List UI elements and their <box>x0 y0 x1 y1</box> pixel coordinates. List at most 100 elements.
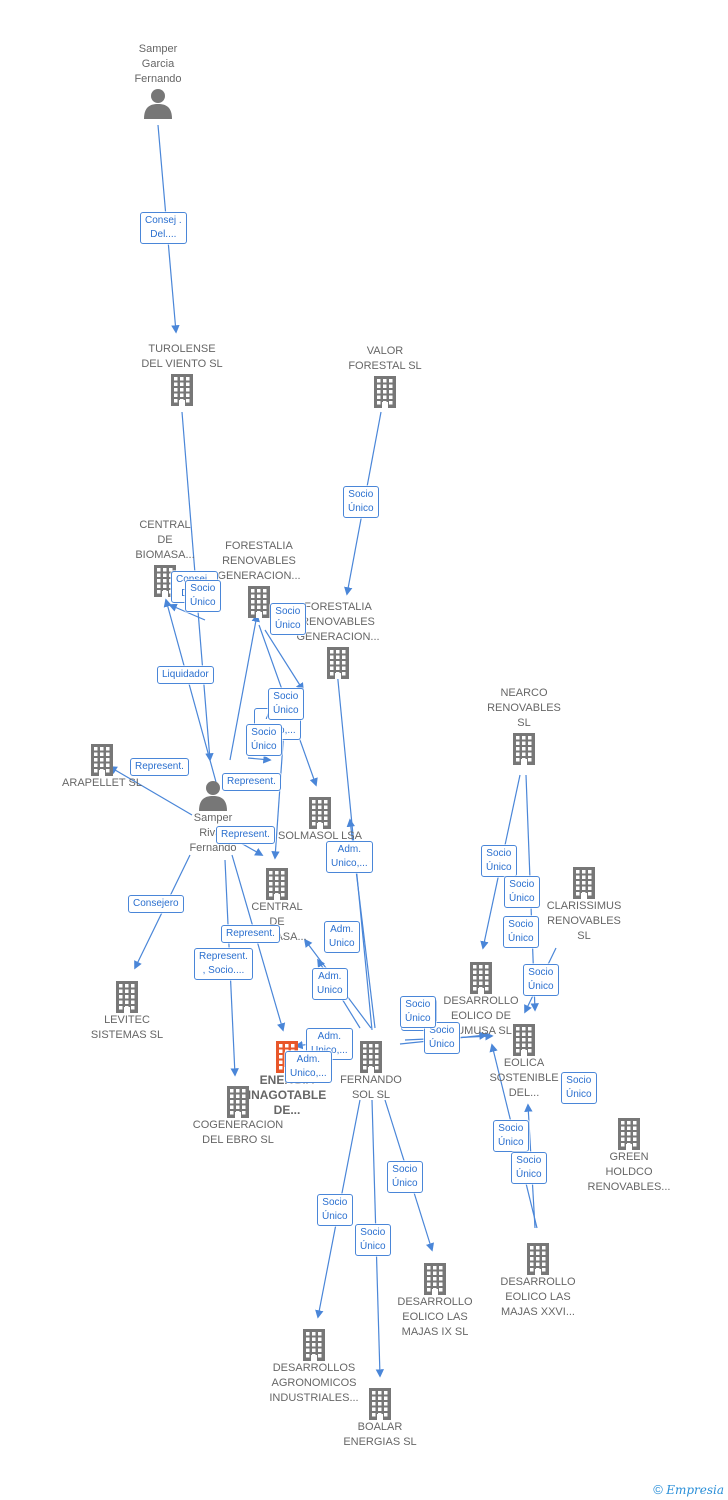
edge-line <box>108 766 193 816</box>
node-label: DESARROLLOS AGRONOMICOS INDUSTRIALES... <box>269 1362 359 1404</box>
edge-label-14[interactable]: Socio Único <box>481 845 517 877</box>
graph-node-boalar[interactable]: BOALAR ENERGIAS SL <box>325 1386 435 1450</box>
edge-label-29[interactable]: Socio Único <box>493 1120 529 1152</box>
edge-label-33[interactable]: Socio Único <box>387 1161 423 1193</box>
graph-node-fernando-sol[interactable]: FERNANDO SOL SL <box>316 1039 426 1103</box>
building-icon <box>325 1386 435 1420</box>
graph-node-nearco[interactable]: NEARCO RENOVABLES SL <box>469 686 579 765</box>
node-label: SOLMASOL LSA <box>278 830 362 842</box>
edge-label-19[interactable]: Represent. <box>221 925 280 943</box>
node-label: CLARISSIMUS RENOVABLES SL <box>546 900 622 942</box>
edge-label-24[interactable]: Socio Único <box>424 1022 460 1054</box>
node-label: VALOR FORESTAL SL <box>348 345 422 372</box>
building-icon <box>330 374 440 408</box>
edge-label-5[interactable]: Socio Único <box>270 603 306 635</box>
node-label: DESARROLLO EOLICO DE LUMUSA SL <box>443 995 519 1037</box>
building-icon <box>283 645 393 679</box>
graph-node-majas-ix[interactable]: DESARROLLO EOLICO LAS MAJAS IX SL <box>380 1261 490 1340</box>
person-icon <box>103 87 213 119</box>
edge-label-21[interactable]: Adm. Unico <box>312 968 348 1000</box>
graph-node-valor[interactable]: VALOR FORESTAL SL <box>330 344 440 408</box>
building-icon <box>47 742 157 776</box>
building-icon <box>127 372 237 406</box>
edge-line <box>229 613 260 761</box>
graph-node-clarissimus[interactable]: CLARISSIMUS RENOVABLES SL <box>529 865 639 944</box>
building-icon <box>259 1327 369 1361</box>
building-icon <box>183 1084 293 1118</box>
edge-label-25[interactable]: Socio Único <box>400 996 436 1028</box>
person-icon <box>158 779 268 811</box>
node-label: FERNANDO SOL SL <box>340 1074 402 1101</box>
graph-node-eolica[interactable]: EOLICA SOSTENIBLE DEL... <box>469 1022 579 1101</box>
node-label: DESARROLLO EOLICO LAS MAJAS IX SL <box>397 1296 473 1338</box>
building-icon <box>316 1039 426 1073</box>
edge-label-28[interactable]: Socio Único <box>561 1072 597 1104</box>
edge-label-8[interactable]: Socio Único <box>268 688 304 720</box>
building-icon <box>204 584 314 618</box>
edge-label-4[interactable]: Socio Único <box>185 580 221 612</box>
edge-line <box>247 755 272 764</box>
building-icon <box>426 960 536 994</box>
node-label: ARAPELLET SL <box>62 777 142 789</box>
graph-node-agronomicos[interactable]: DESARROLLOS AGRONOMICOS INDUSTRIALES... <box>259 1327 369 1406</box>
building-icon <box>222 866 332 900</box>
edge-label-11[interactable]: Represent. <box>222 773 281 791</box>
edge-label-31[interactable]: Socio Único <box>317 1194 353 1226</box>
node-label: GREEN HOLDCO RENOVABLES... <box>587 1151 671 1193</box>
graph-node-cogeneracion[interactable]: COGENERACION DEL EBRO SL <box>183 1084 293 1148</box>
graph-node-central-bio[interactable]: CENTRAL DE BIOMASA... <box>110 518 220 597</box>
graph-node-arapellet[interactable]: ARAPELLET SL <box>47 742 157 791</box>
node-label: LEVITEC SISTEMAS SL <box>90 1014 164 1041</box>
graph-node-solmasol[interactable]: SOLMASOL LSA <box>265 795 375 844</box>
edge-label-17[interactable]: Consejero <box>128 895 184 913</box>
edge-label-9[interactable]: Socio Único <box>246 724 282 756</box>
edge-label-32[interactable]: Socio Único <box>355 1224 391 1256</box>
edge-line <box>168 603 206 621</box>
node-label: EOLICA SOSTENIBLE DEL... <box>489 1057 559 1099</box>
edge-label-20[interactable]: Represent. , Socio.... <box>194 948 253 980</box>
building-icon <box>469 1022 579 1056</box>
node-label: FORESTALIA RENOVABLES GENERACION... <box>296 601 380 643</box>
edge-label-10[interactable]: Represent. <box>130 758 189 776</box>
graph-node-levitec[interactable]: LEVITEC SISTEMAS SL <box>72 979 182 1043</box>
edge-label-27[interactable]: Adm. Unico,... <box>285 1051 332 1083</box>
building-icon <box>110 563 220 597</box>
edge-line <box>163 598 217 783</box>
node-label: NEARCO RENOVABLES SL <box>487 687 561 729</box>
building-icon <box>574 1116 684 1150</box>
copyright-symbol: © <box>653 1482 663 1497</box>
edge-label-18[interactable]: Adm. Unico <box>324 921 360 953</box>
building-icon <box>529 865 639 899</box>
building-icon <box>483 1241 593 1275</box>
graph-node-desarrollo-eolico[interactable]: DESARROLLO EOLICO DE LUMUSA SL <box>426 960 536 1039</box>
node-label: CENTRAL DE BIOMASA... <box>135 519 195 561</box>
graph-node-turolense[interactable]: TUROLENSE DEL VIENTO SL <box>127 342 237 406</box>
edge-label-12[interactable]: Represent. <box>216 826 275 844</box>
building-icon <box>469 731 579 765</box>
edge-label-22[interactable]: Socio Único <box>523 964 559 996</box>
graph-node-forestalia2[interactable]: FORESTALIA RENOVABLES GENERACION... <box>283 600 393 679</box>
graph-node-p-garcia[interactable]: Samper Garcia Fernando <box>103 42 213 119</box>
edge-label-13[interactable]: Adm. Unico,... <box>326 841 373 873</box>
copyright-footer: © Empresia <box>653 1482 724 1497</box>
building-icon <box>265 795 375 829</box>
graph-node-p-rivas[interactable]: Samper Rivas Fernando <box>158 779 268 856</box>
node-label: COGENERACION DEL EBRO SL <box>192 1119 284 1146</box>
edge-line <box>264 629 304 692</box>
node-label: DESARROLLO EOLICO LAS MAJAS XXVI... <box>500 1276 576 1318</box>
graph-node-green[interactable]: GREEN HOLDCO RENOVABLES... <box>574 1116 684 1195</box>
graph-node-majas-xxvi[interactable]: DESARROLLO EOLICO LAS MAJAS XXVI... <box>483 1241 593 1320</box>
edge-label-1[interactable]: Consej . Del.... <box>140 212 187 244</box>
edge-label-15[interactable]: Socio Único <box>504 876 540 908</box>
edge-label-2[interactable]: Socio Único <box>343 486 379 518</box>
node-label: TUROLENSE DEL VIENTO SL <box>141 343 223 370</box>
graph-node-forestalia1[interactable]: FORESTALIA RENOVABLES GENERACION... <box>204 539 314 618</box>
edge-label-30[interactable]: Socio Único <box>511 1152 547 1184</box>
node-label: Samper Garcia Fernando <box>134 43 182 85</box>
node-label: Samper Rivas Fernando <box>189 812 237 854</box>
node-label: FORESTALIA RENOVABLES GENERACION... <box>217 540 301 582</box>
brand-logo-text[interactable]: Empresia <box>666 1483 724 1497</box>
edge-label-16[interactable]: Socio Único <box>503 916 539 948</box>
edge-label-6[interactable]: Liquidador <box>157 666 214 684</box>
building-icon <box>72 979 182 1013</box>
